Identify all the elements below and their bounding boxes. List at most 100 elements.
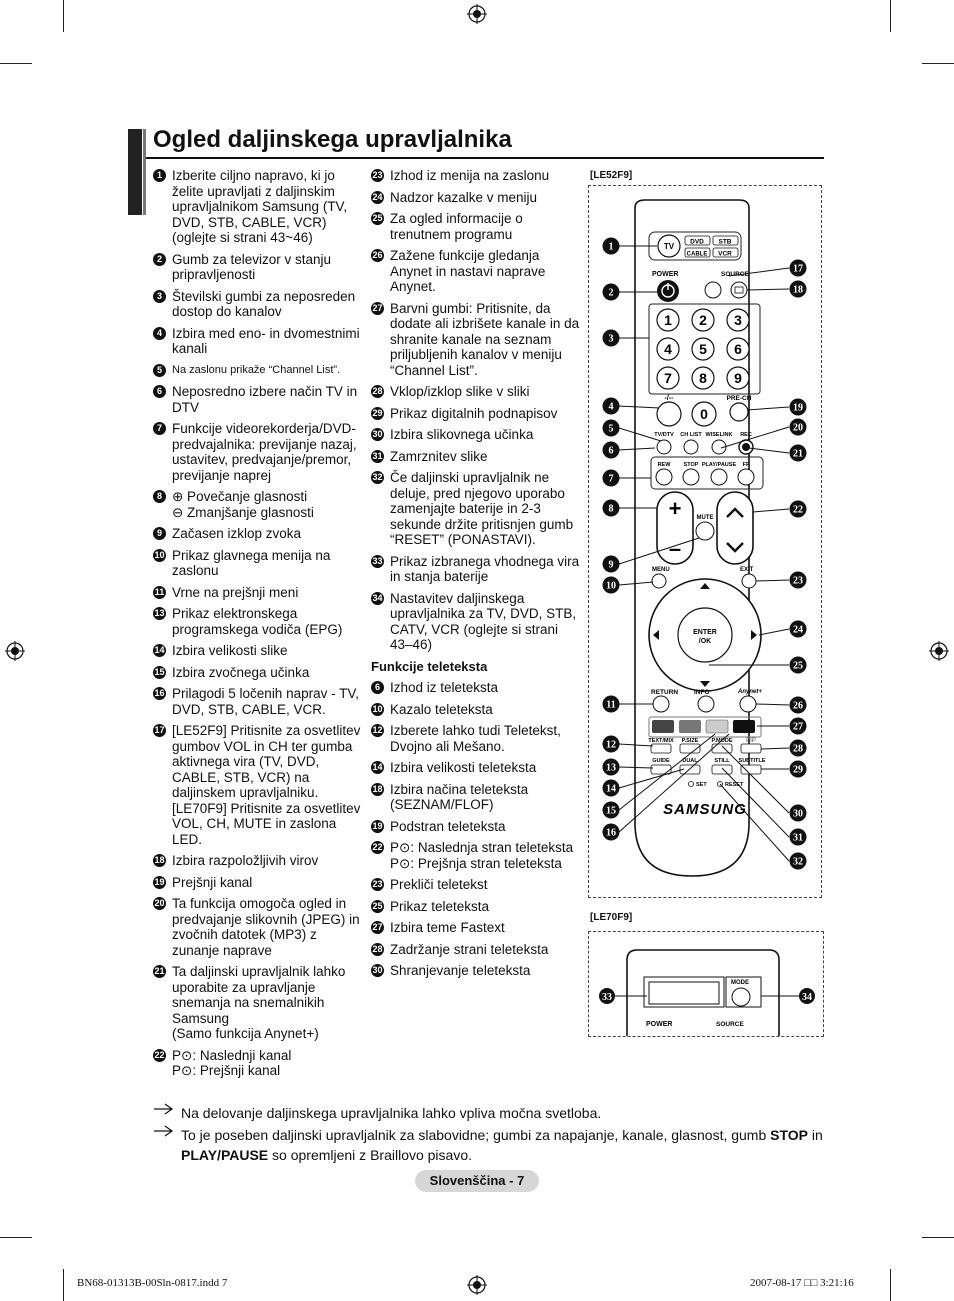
subtitle-label: SUBTITLE [739, 758, 766, 764]
callout-bubble [789, 444, 807, 462]
dash-label: -/-- [665, 395, 675, 402]
callout-number: 7 [609, 474, 614, 485]
callout-bubble [789, 259, 807, 277]
exit-button [741, 573, 757, 589]
zero-key-label: 0 [700, 406, 708, 422]
item-text: Izhod iz menija na zaslonu [390, 168, 550, 183]
item-text: Izbira razpoložljivih virov [172, 853, 319, 868]
callout-bubble [602, 283, 620, 301]
callout-number: 32 [793, 857, 803, 868]
callout-bubble [789, 739, 807, 757]
item-number-badge: 18 [371, 782, 384, 796]
psize-label: P.SIZE [682, 738, 699, 744]
callout-bubble [602, 695, 620, 713]
led-display [648, 981, 720, 1005]
item-number-badge: 33 [371, 554, 384, 568]
channel-rocker [716, 491, 754, 565]
callout-bubble [789, 760, 807, 778]
digit-key-label: 3 [734, 312, 742, 328]
item-text: Vrne na prejšnji meni [172, 584, 299, 600]
callout-number: 13 [606, 763, 616, 774]
digit-key-label: 2 [699, 312, 707, 328]
item-text-secondary: ⊖ Zmanjšanje glasnosti [172, 504, 314, 520]
callout-bubble [602, 329, 620, 347]
callout-number: 1 [609, 242, 614, 253]
note-arrow-icon [154, 1103, 174, 1115]
item-number-badge: 30 [371, 428, 384, 441]
ff-label: FF [743, 462, 750, 468]
callout-number: 27 [793, 722, 803, 733]
item-number-badge: 32 [371, 471, 384, 484]
note-arrow-icon [154, 1125, 174, 1137]
callout-number: 6 [609, 446, 614, 457]
note-bold-playpause: PLAY/PAUSE [181, 1147, 269, 1163]
item-number-badge: 29 [371, 406, 384, 420]
digit-key-label: 1 [664, 312, 672, 328]
callout-bubble [602, 576, 620, 594]
digit-key-label: 7 [664, 370, 672, 386]
digit-button [726, 366, 750, 390]
item-number-badge: 7 [153, 422, 166, 435]
dvd-key-label: DVD [690, 239, 704, 246]
item-number-badge: 6 [153, 385, 166, 398]
vcr-button [712, 247, 739, 258]
item-number-badge: 10 [153, 548, 166, 562]
note-text-part: in [808, 1127, 823, 1143]
set-label: SET [696, 782, 707, 788]
mode-button [731, 987, 751, 1007]
callout-number: 22 [793, 505, 803, 516]
item-number-badge: 5 [153, 363, 166, 377]
crop-mark [63, 1269, 64, 1301]
page-footer-label: Slovenščina - 7 [415, 1170, 539, 1192]
item-text-secondary: (Samo funkcija Anynet+) [172, 1026, 319, 1041]
file-slug: BN68-01313B-00Sln-0817.indd 7 [77, 1277, 228, 1289]
item-number-badge: 20 [153, 897, 166, 910]
item-number-badge: 23 [371, 878, 384, 891]
item-number-badge: 13 [153, 607, 166, 620]
digit-key-label: 5 [699, 341, 707, 357]
item-text: Za ogled informacije o trenutnem program… [390, 211, 523, 242]
list-item: 18 Izbira razpoložljivih virov [153, 853, 361, 869]
registration-target-icon [467, 1275, 487, 1295]
item-text: Prikaz glavnega menija na zaslonu [172, 547, 331, 579]
item-text: Ta daljinski upravljalnik lahko uporabit… [172, 964, 346, 1026]
callout-number: 12 [606, 740, 616, 751]
anynet-label: Anynet+ [737, 689, 762, 695]
power-button [657, 280, 679, 302]
digit-button [691, 308, 715, 332]
callout-number: 8 [609, 504, 614, 515]
svg-text:–: – [669, 536, 681, 561]
callout-number: 9 [609, 560, 614, 571]
guide-label: GUIDE [652, 758, 670, 764]
callout-bubble [602, 441, 620, 459]
menu-button [651, 573, 667, 589]
mute-button [695, 521, 715, 541]
item-number-badge: 1 [153, 169, 166, 182]
mode-label: MODE [731, 980, 749, 986]
crop-mark [922, 63, 954, 64]
chlist-label: CH LIST [680, 432, 702, 438]
reset-label: RESET [725, 782, 744, 788]
callout-bubble [789, 804, 807, 822]
callout-number: 23 [793, 576, 803, 587]
callout-number: 21 [793, 449, 803, 460]
callout-bubble [789, 656, 807, 674]
title-rule [146, 157, 824, 159]
callout-number: 14 [606, 784, 616, 795]
registration-target-icon [467, 4, 487, 24]
item-number-badge: 18 [153, 854, 166, 867]
item-text: Prikaz teleteksta [390, 898, 490, 914]
date-slug: 2007-08-17 □□ 3:21:16 [750, 1277, 854, 1289]
enter-label: ENTER [693, 629, 717, 636]
